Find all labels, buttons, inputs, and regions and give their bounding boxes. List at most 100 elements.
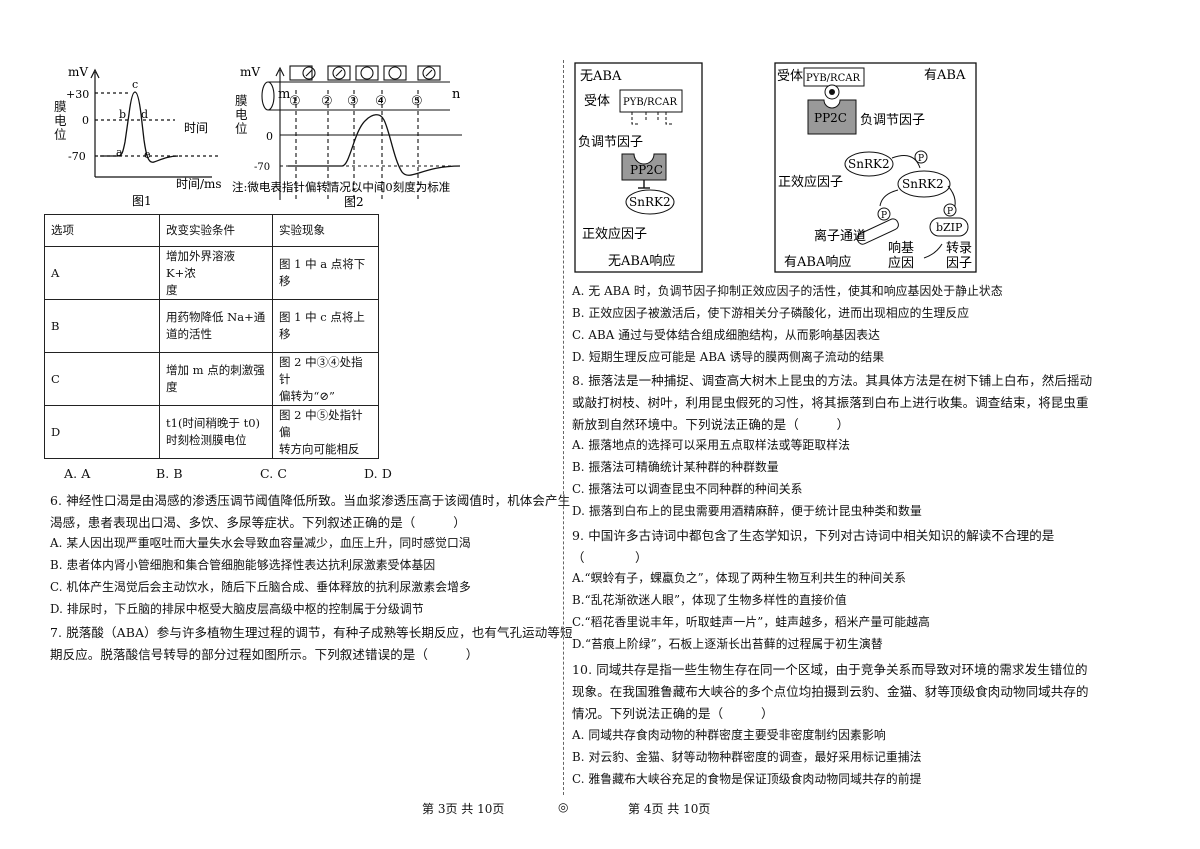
- q10-option-c: C. 雅鲁藏布大峡谷充足的食物是保证顶级食肉动物同域共存的前提: [572, 772, 922, 786]
- q8-stem-line1: 8. 振落法是一种捕捉、调查高大树木上昆虫的方法。其具体方法是在树下铺上白布，然…: [572, 373, 1093, 388]
- table-cell-option: C: [44, 352, 160, 406]
- aba-right-pos-effector-label: 正效应因子: [778, 174, 843, 190]
- q6-option-d: D. 排尿时，下丘脑的排尿中枢受大脑皮层高级中枢的控制属于分级调节: [50, 602, 424, 616]
- q8-option-c: C. 振落法可以调查昆虫不同种群的种间关系: [572, 482, 803, 496]
- table-cell-condition: 增加 m 点的刺激强度: [159, 352, 273, 406]
- column-divider: [563, 60, 564, 795]
- footer-symbol: ◎: [558, 800, 569, 814]
- table-cell-condition: 增加外界溶液 K+浓度: [159, 246, 273, 300]
- q7-option-c: C. ABA 通过与受体结合组成细胞结构，从而影响基因表达: [572, 328, 880, 342]
- table-cell-option: A: [44, 246, 160, 300]
- table-header: 改变实验条件: [159, 214, 273, 247]
- fig2-y-minus70: -70: [254, 162, 270, 173]
- fig2-point-1: ①: [289, 94, 301, 109]
- aba-diagram-no-aba: 无ABA 受体 PYB/RCAR 负调节因子 PP2C SnRK2 正效应因子 …: [574, 62, 703, 273]
- q10-stem-line3: 情况。下列说法正确的是（ ）: [572, 706, 774, 721]
- table-cell-condition: 用药物降低 Na+通道的活性: [159, 299, 273, 353]
- fig1-point-d: d: [141, 108, 148, 121]
- footer-page-left: 第 3页 共 10页: [422, 802, 505, 816]
- aba-left-neg-regulator-label: 负调节因子: [578, 135, 643, 150]
- aba-left-pos-effector-label: 正效应因子: [582, 226, 647, 242]
- fig2-caption: 图2: [344, 195, 364, 209]
- footer-page-right: 第 4页 共 10页: [628, 802, 711, 816]
- table-cell-result: 图 2 中③④处指针偏转为“⊘”: [272, 352, 379, 406]
- fig1-curve: [100, 91, 179, 163]
- aba-right-bzip: bZIP: [936, 221, 963, 234]
- q5-option-d: D. D: [364, 466, 392, 481]
- fig1-point-a: a: [116, 146, 123, 159]
- fig2-meters: [289, 65, 441, 81]
- q10-option-b: B. 对云豹、金猫、豺等动物种群密度的调查，最好采用标记重捕法: [572, 750, 922, 764]
- aba-right-receptor: PYB/RCAR: [806, 73, 860, 84]
- aba-right-phospho-3: P: [947, 207, 953, 217]
- q9-option-c: C.“稻花香里说丰年，听取蛙声一片”，蛙声越多，稻米产量可能越高: [572, 615, 930, 629]
- q8-stem-line2: 或敲打树枝、树叶，利用昆虫假死的习性，将其振落到白布上进行收集。调查结束，将昆虫…: [572, 395, 1089, 410]
- table-cell-result: 图 1 中 a 点将下移: [272, 246, 379, 300]
- fig1-point-c: c: [132, 78, 138, 91]
- figure-1-action-potential: mV +30 0 -70 a b c d e 时间 时间/ms 图1: [66, 65, 222, 208]
- aba-left-title: 无ABA: [580, 69, 622, 84]
- aba-diagram-with-aba: 受体 PYB/RCAR 有ABA PP2C 负调节因子 SnRK2 SnRK2 …: [774, 62, 977, 273]
- q8-option-a: A. 振落地点的选择可以采用五点取样法或等距取样法: [572, 438, 851, 452]
- q6-option-c: C. 机体产生渴觉后会主动饮水，随后下丘脑合成、垂体释放的抗利尿激素会增多: [50, 580, 471, 594]
- fig1-y-minus70: -70: [68, 150, 86, 163]
- table-cell-result: 图 1 中 c 点将上移: [272, 299, 379, 353]
- fig2-point-3: ③: [347, 94, 359, 109]
- table-header-row: 选项 改变实验条件 实验现象: [44, 214, 379, 247]
- fig1-y-0: 0: [82, 114, 89, 127]
- q8-stem-line3: 新放到自然环境中。下列说法正确的是（ ）: [572, 417, 850, 432]
- aba-right-tf-1: 转录: [946, 241, 972, 256]
- table-cell-condition: t1(时间稍晚于 t0)时刻检测膜电位: [159, 405, 273, 459]
- fig1-point-b: b: [119, 108, 126, 121]
- q7-option-b: B. 正效应因子被激活后，使下游相关分子磷酸化，进而出现相应的生理反应: [572, 306, 970, 320]
- table-cell-option: B: [44, 299, 160, 353]
- aba-right-response-gene-2: 应因: [888, 255, 914, 271]
- q8-option-b: B. 振落法可精确统计某种群的种群数量: [572, 460, 779, 474]
- table-row: B 用药物降低 Na+通道的活性 图 1 中 c 点将上移: [44, 299, 379, 353]
- aba-right-title: 有ABA: [924, 68, 966, 83]
- fig2-point-2: ②: [321, 94, 333, 109]
- aba-left-receptor-label: 受体: [584, 94, 610, 109]
- q7-stem-line2: 期反应。脱落酸信号转导的部分过程如图所示。下列叙述错误的是（ ）: [50, 647, 479, 662]
- aba-left-caption: 无ABA响应: [608, 253, 675, 269]
- aba-right-phospho-1: P: [918, 154, 924, 164]
- table-header: 选项: [44, 214, 160, 247]
- table-row: D t1(时间稍晚于 t0)时刻检测膜电位 图 2 中⑤处指针偏转方向可能相反: [44, 405, 379, 459]
- aba-right-ion-channel-label: 离子通道: [814, 228, 866, 244]
- q9-option-b: B.“乱花渐欲迷人眼”，体现了生物多样性的直接价值: [572, 593, 847, 607]
- fig2-note: 注:微电表指针偏转情况以中间0刻度为标准: [232, 180, 450, 194]
- fig2-ylabel: 膜电位: [235, 93, 248, 136]
- q5-option-a: A. A: [64, 466, 91, 481]
- q6-option-b: B. 患者体内肾小管细胞和集合管细胞能够选择性表达抗利尿激素受体基因: [50, 558, 436, 572]
- aba-right-neg-regulator-label: 负调节因子: [860, 113, 925, 128]
- q9-option-a: A.“螟蛉有子，蜾蠃负之”，体现了两种生物互利共生的种间关系: [572, 571, 907, 585]
- q9-option-d: D.“苔痕上阶绿”，石板上逐渐长出苔藓的过程属于初生演替: [572, 637, 883, 651]
- aba-right-phospho-2: P: [881, 211, 887, 221]
- fig2-curve: [288, 114, 461, 176]
- aba-right-tf-2: 因子: [946, 256, 972, 271]
- q5-option-c: C. C: [260, 466, 288, 481]
- q7-option-d: D. 短期生理反应可能是 ABA 诱导的膜两侧离子流动的结果: [572, 350, 885, 364]
- fig2-point-5: ⑤: [411, 94, 423, 109]
- fig1-point-e: e: [144, 148, 151, 161]
- fig1-x-label: 时间/ms: [176, 177, 222, 191]
- aba-left-pp2c: PP2C: [630, 163, 663, 177]
- q6-stem-line2: 渴感，患者表现出口渴、多饮、多尿等症状。下列叙述正确的是（ ）: [50, 515, 466, 530]
- table-cell-result: 图 2 中⑤处指针偏转方向可能相反: [272, 405, 379, 459]
- fig1-ylabel: 膜电位: [54, 99, 67, 142]
- fig1-unit: mV: [68, 65, 88, 79]
- q5-option-b: B. B: [156, 466, 183, 481]
- table-row: A 增加外界溶液 K+浓度 图 1 中 a 点将下移: [44, 246, 379, 300]
- aba-left-snrk2: SnRK2: [629, 195, 671, 209]
- fig2-label-m: m: [278, 87, 290, 102]
- q7-option-a: A. 无 ABA 时，负调节因子抑制正效应因子的活性，使其和响应基因处于静止状态: [572, 284, 1003, 298]
- aba-left-receptor: PYB/RCAR: [623, 97, 677, 108]
- aba-right-pp2c: PP2C: [814, 111, 847, 125]
- table-cell-option: D: [44, 405, 160, 459]
- fig2-label-n: n: [452, 87, 461, 102]
- q10-stem-line1: 10. 同域共存是指一些生物生存在同一个区域，由于竞争关系而导致对环境的需求发生…: [572, 662, 1088, 677]
- table-row: C 增加 m 点的刺激强度 图 2 中③④处指针偏转为“⊘”: [44, 352, 379, 406]
- fig2-point-4: ④: [375, 94, 387, 109]
- fig2-fiber-end: [261, 81, 275, 111]
- aba-right-snrk2-2: SnRK2: [902, 177, 944, 191]
